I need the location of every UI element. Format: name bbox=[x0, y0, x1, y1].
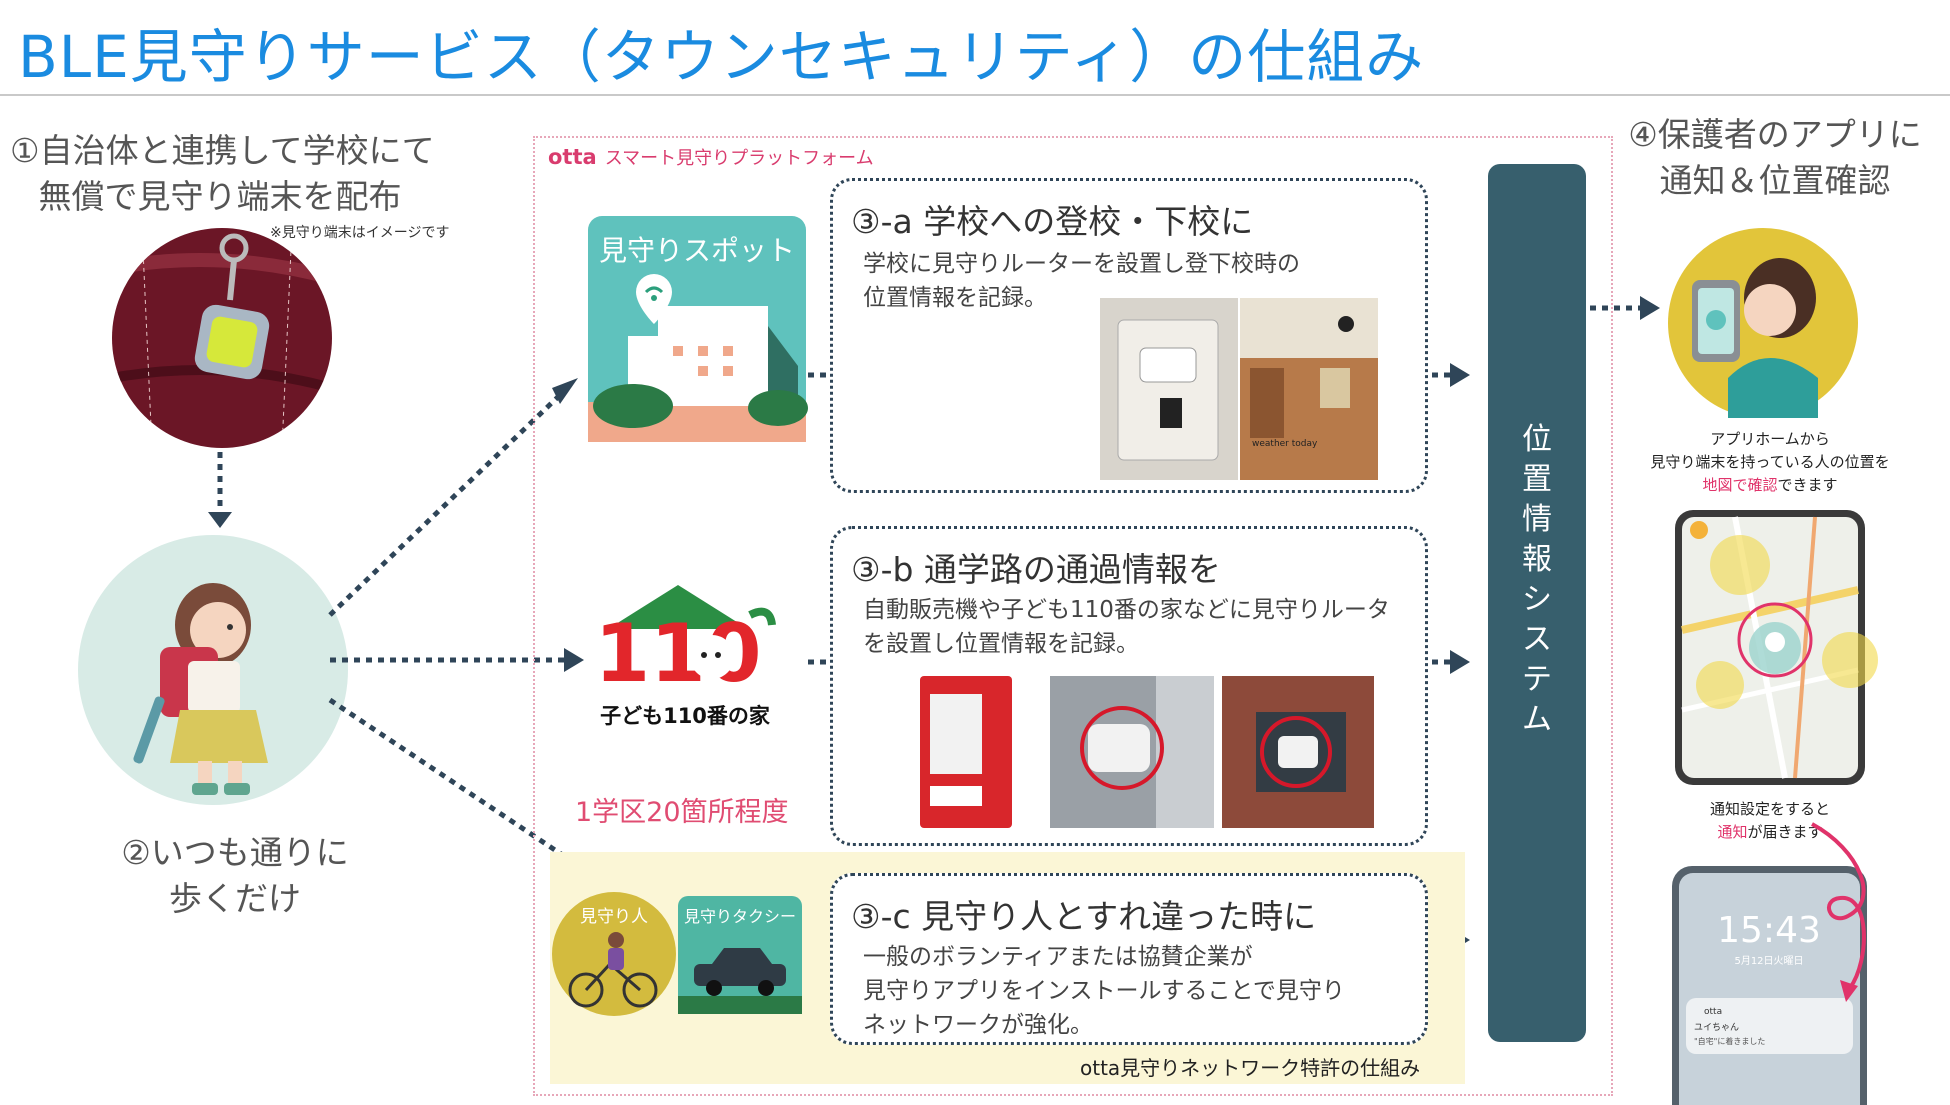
lockscreen-phone: 15:43 5月12日火曜日 otta ユイちゃん "自宅"に着きました bbox=[1672, 866, 1867, 1105]
notify-caption-line2: 通知が届きます bbox=[1640, 821, 1900, 844]
title-divider bbox=[0, 94, 1950, 96]
card-c-body: 一般のボランティアまたは協賛企業が 見守りアプリをインストールすることで見守り … bbox=[863, 940, 1345, 1042]
location-system-label: 位置情報システム bbox=[1488, 420, 1586, 740]
watcher-badge: 見守り人 bbox=[552, 892, 676, 1016]
photo-weather-label: weather today bbox=[1252, 439, 1318, 449]
card-a-title: ③-a 学校への登校・下校に bbox=[851, 202, 1254, 241]
notif-title: ユイちゃん bbox=[1694, 1022, 1739, 1033]
platform-name: スマート見守りプラットフォーム bbox=[604, 148, 874, 169]
step2-line1: ②いつも通りに bbox=[121, 833, 349, 872]
kodomo110-label: 子ども110番の家 bbox=[600, 704, 771, 728]
card-c-body-line2: 見守りアプリをインストールすることで見守り bbox=[863, 978, 1345, 1004]
parent-illustration bbox=[1668, 228, 1858, 418]
kodomo110-logo: 110 子ども110番の家 bbox=[595, 585, 776, 728]
system-label-char: 情 bbox=[1522, 502, 1552, 537]
step1-line1: ①自治体と連携して学校にて bbox=[10, 131, 435, 170]
card-c-title: ③-c 見守り人とすれ違った時に bbox=[851, 897, 1317, 936]
app-caption: アプリホームから 見守り端末を持っている人の位置を 地図で確認できます bbox=[1620, 428, 1920, 497]
district-note: 1学区20箇所程度 bbox=[575, 797, 789, 828]
card-b-body-line2: を設置し位置情報を記録。 bbox=[863, 631, 1139, 657]
notify-caption-line1: 通知設定をすると bbox=[1709, 800, 1830, 818]
arrow-to-spot bbox=[328, 393, 562, 617]
system-label-char: ム bbox=[1522, 702, 1552, 737]
step4-line2: 通知＆位置確認 bbox=[1659, 161, 1891, 200]
card-b-body: 自動販売機や子ども110番の家などに見守りルータ を設置し位置情報を記録。 bbox=[863, 593, 1390, 661]
step2-line2: 歩くだけ bbox=[169, 879, 301, 918]
step1-line2: 無償で見守り端末を配布 bbox=[38, 177, 402, 216]
child-illustration bbox=[78, 535, 348, 805]
system-label-char: シ bbox=[1522, 582, 1552, 617]
taxi-badge-label: 見守りタクシー bbox=[684, 907, 796, 926]
lock-date: 5月12日火曜日 bbox=[1734, 955, 1803, 967]
card-c-body-line1: 一般のボランティアまたは協賛企業が bbox=[863, 944, 1253, 970]
platform-label: otta スマート見守りプラットフォーム bbox=[548, 144, 874, 170]
notify-caption-rest: が届きます bbox=[1747, 823, 1823, 841]
app-caption-line2: 見守り端末を持っている人の位置を bbox=[1650, 453, 1890, 471]
router-photos-school: weather today bbox=[1100, 298, 1378, 480]
platform-box bbox=[533, 136, 1613, 1096]
kodomo110-number: 110 bbox=[595, 607, 762, 700]
card-b-body-line1: 自動販売機や子ども110番の家などに見守りルータ bbox=[863, 597, 1390, 623]
step1-caption: ①自治体と連携して学校にて 無償で見守り端末を配布 bbox=[10, 128, 435, 220]
card-b-title: ③-b 通学路の通過情報を bbox=[851, 550, 1221, 589]
notify-caption: 通知設定をすると 通知が届きます bbox=[1640, 798, 1900, 844]
platform-brand: otta bbox=[548, 145, 597, 169]
arrow-to-watcher bbox=[328, 697, 572, 863]
card-c: ③-c 見守り人とすれ違った時に 一般のボランティアまたは協賛企業が 見守りアプ… bbox=[830, 873, 1428, 1045]
notify-arrow bbox=[1811, 822, 1866, 1002]
step4-line1: ④保護者のアプリに bbox=[1628, 115, 1922, 154]
notif-app: otta bbox=[1704, 1007, 1722, 1017]
app-caption-line3: 地図で確認できます bbox=[1620, 474, 1920, 497]
card-a-body-line1: 学校に見守りルーターを設置し登下校時の bbox=[863, 251, 1300, 277]
device-note: ※見守り端末はイメージです bbox=[270, 225, 450, 241]
card-a-body: 学校に見守りルーターを設置し登下校時の 位置情報を記録。 bbox=[863, 247, 1300, 315]
app-caption-highlight: 地図で確認 bbox=[1702, 476, 1778, 494]
spot-label: 見守りスポット bbox=[599, 234, 795, 267]
system-label-char: 置 bbox=[1522, 462, 1552, 497]
card-c-body-line3: ネットワークが強化。 bbox=[863, 1012, 1093, 1038]
notif-message: "自宅"に着きました bbox=[1694, 1036, 1765, 1046]
watcher-badge-label: 見守り人 bbox=[580, 907, 648, 927]
system-label-char: ス bbox=[1522, 622, 1552, 657]
taxi-badge: 見守りタクシー bbox=[678, 896, 802, 1014]
app-caption-rest: できます bbox=[1777, 476, 1838, 494]
router-photos-route bbox=[916, 676, 1374, 828]
system-label-char: テ bbox=[1522, 662, 1552, 697]
system-label-char: 位 bbox=[1522, 422, 1552, 457]
step4-caption: ④保護者のアプリに 通知＆位置確認 bbox=[1610, 112, 1940, 204]
map-phone-screen bbox=[1675, 510, 1878, 785]
watch-spot-icon: 見守りスポット bbox=[588, 216, 808, 442]
app-caption-line1: アプリホームから bbox=[1710, 430, 1830, 448]
lock-time: 15:43 bbox=[1717, 910, 1821, 951]
location-system-bar bbox=[1488, 164, 1586, 1042]
card-a-body-line2: 位置情報を記録。 bbox=[863, 285, 1047, 311]
patent-note: otta見守りネットワーク特許の仕組み bbox=[1080, 1056, 1421, 1080]
device-photo bbox=[112, 228, 332, 448]
step2-caption: ②いつも通りに 歩くだけ bbox=[120, 830, 350, 922]
notify-caption-highlight: 通知 bbox=[1717, 823, 1748, 841]
system-label-char: 報 bbox=[1522, 542, 1552, 577]
page-title: BLE見守りサービス（タウンセキュリティ）の仕組み bbox=[18, 23, 1425, 91]
